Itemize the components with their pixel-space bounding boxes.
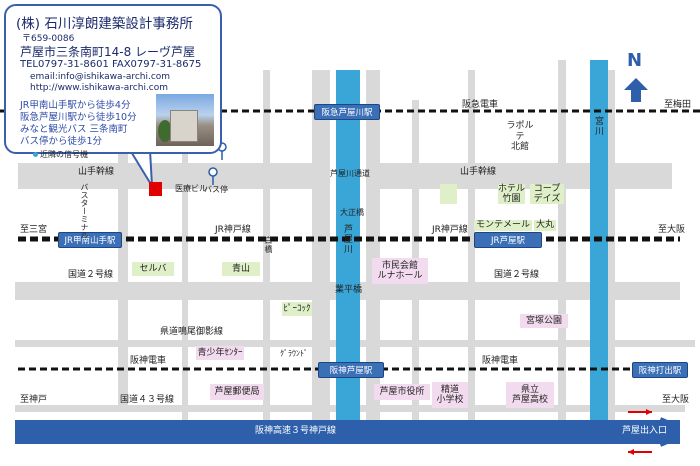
to-kobe-label: 至神戸 <box>20 395 48 405</box>
shiraki-bridge-label: 白橋 <box>264 236 273 254</box>
taisho-bridge-label: 大正橋 <box>340 208 364 217</box>
info-callout: (株) 石川淳朗建築設計事務所 〒659-0086 芦屋市三条南町14-8 レー… <box>4 4 222 154</box>
expressway-exit-label: 芦屋出入口 <box>622 426 668 436</box>
expressway <box>15 420 680 444</box>
exit-arrow-in-head <box>646 409 652 415</box>
to-sannomiya-label: 至三宮 <box>20 225 48 235</box>
access-line: 阪急芦屋川駅から徒歩10分 <box>20 112 137 123</box>
bus-stop-label: バス停 <box>204 185 228 194</box>
compass-north-label: N <box>627 50 643 71</box>
seido-school-label: 精道 小学校 <box>432 382 468 408</box>
montemer-label: モンテメール <box>474 220 532 231</box>
signal-legend-label: 近隣の信号機 <box>40 150 88 159</box>
city-hall-label: 芦屋市役所 <box>374 384 430 400</box>
hankyu-line-label: 阪急電車 <box>462 100 499 110</box>
road-v3 <box>263 70 270 420</box>
to-osaka-2-label: 至大阪 <box>662 395 690 405</box>
office-photo <box>156 94 214 146</box>
access-line: みなと観光バス 三条南町 <box>20 124 128 135</box>
medical-building-label: 医療ビル <box>175 184 207 193</box>
station-hanshin-ashiya[interactable]: 阪神芦屋駅 <box>318 362 384 378</box>
access-line: バス停から徒歩1分 <box>20 136 103 147</box>
jr-kobe-line-west-label: JR神戸線 <box>215 225 251 235</box>
road-v7 <box>468 70 475 420</box>
road-v9 <box>608 70 615 420</box>
yamate-west-label: 山手幹線 <box>78 167 115 177</box>
road-yamate-west <box>18 163 330 189</box>
kendo-label: 県道鳴尾御影線 <box>160 327 224 337</box>
hanshin-line-west-label: 阪神電車 <box>130 356 167 366</box>
daimaru-label: 大丸 <box>534 220 556 231</box>
yamate-east-label: 山手幹線 <box>460 167 497 177</box>
civic-hall-label: 市民会館 ルナホール <box>372 258 428 284</box>
compass-arrow <box>624 78 648 102</box>
miya-river-label: 宮川 <box>593 116 603 136</box>
road-v5 <box>366 70 380 420</box>
post-office-label: 芦屋郵便局 <box>210 384 264 400</box>
postal-code: 〒659-0086 <box>22 34 75 44</box>
bus-stop-marker-2 <box>208 167 218 185</box>
address: 芦屋市三条南町14-8 レーヴ芦屋 <box>20 45 196 59</box>
route2-west-label: 国道２号線 <box>68 270 114 280</box>
station-hankyu-ashiyagawa[interactable]: 阪急芦屋川駅 <box>314 104 380 120</box>
aoyama-label: 青山 <box>222 262 260 276</box>
signal-legend-icon <box>33 152 38 157</box>
kenritsu-school-label: 県立 芦屋高校 <box>506 382 554 408</box>
hotel-label: ホテル 竹園 <box>498 183 526 204</box>
laporte-label: ラポルテ 北館 <box>506 121 534 153</box>
station-jr-konan-yamate[interactable]: JR甲南山手駅 <box>58 232 122 248</box>
expressway-curve <box>658 417 679 447</box>
access-line: JR甲南山手駅から徒歩4分 <box>20 100 131 111</box>
company-name: (株) 石川淳朗建築設計事務所 <box>16 16 193 32</box>
route2-east-label: 国道２号線 <box>494 270 540 280</box>
expressway-label: 阪神高速３号神戸線 <box>255 426 337 436</box>
road-v1 <box>118 110 128 410</box>
station-hanshin-uchide[interactable]: 阪神打出駅 <box>632 362 688 378</box>
hanshin-line-east-label: 阪神電車 <box>482 356 519 366</box>
to-umeda-label: 至梅田 <box>664 100 692 110</box>
peacock-label: ﾋﾟｰｺｯｸ <box>282 302 312 316</box>
ashiya-river-label: 芦屋川 <box>342 224 352 254</box>
coop-label: コープ デイズ <box>530 184 564 204</box>
email[interactable]: email:info@ishikawa-archi.com <box>30 72 171 82</box>
road-v2 <box>182 130 188 420</box>
website-url[interactable]: http://www.ishikawa-archi.com <box>30 83 169 93</box>
exit-arrow-out-head <box>628 449 634 455</box>
youth-center-label: 青少年ｾﾝﾀｰ <box>196 346 244 360</box>
miyazuka-park-label: 宮塚公園 <box>520 314 568 328</box>
office-location-marker[interactable] <box>149 182 162 196</box>
green-block <box>440 184 457 204</box>
ground-label: ｸﾞﾗｳﾝﾄﾞ <box>280 349 308 358</box>
to-osaka-label: 至大阪 <box>658 225 686 235</box>
jr-kobe-line-east-label: JR神戸線 <box>432 225 468 235</box>
route43-label: 国道４３号線 <box>120 395 175 405</box>
road-yamate-east <box>380 163 672 189</box>
seruba-label: セルバ <box>132 262 174 276</box>
bus-terminal-label: バスターミナル <box>80 183 89 239</box>
phone-fax: TEL0797-31-8601 FAX0797-31-8675 <box>20 59 202 70</box>
ashiyagawa-ave-label: 芦屋川通道 <box>330 169 370 178</box>
road-v4 <box>312 70 330 420</box>
station-jr-ashiya[interactable]: JR芦屋駅 <box>474 232 542 248</box>
narihira-bridge-label: 業平橋 <box>335 285 363 295</box>
river-miya <box>590 60 608 430</box>
